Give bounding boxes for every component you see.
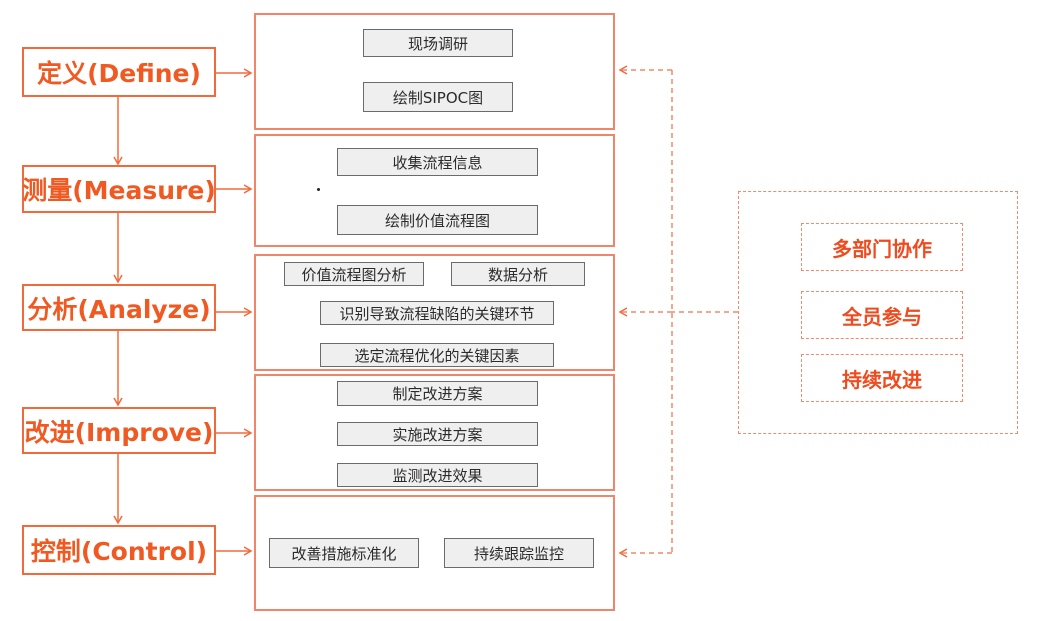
phase-analyze: 分析(Analyze)	[22, 284, 216, 331]
step-select-key-factors: 选定流程优化的关键因素	[320, 343, 554, 367]
support-cross-department: 多部门协作	[801, 223, 963, 271]
step-site-research: 现场调研	[363, 29, 513, 57]
step-implement-improvement: 实施改进方案	[337, 422, 538, 446]
phase-improve: 改进(Improve)	[22, 407, 216, 454]
step-identify-key-links: 识别导致流程缺陷的关键环节	[320, 301, 554, 325]
support-panel	[738, 191, 1018, 434]
support-continuous-improvement: 持续改进	[801, 354, 963, 402]
step-standardize-measures: 改善措施标准化	[269, 538, 419, 568]
stray-dot	[317, 188, 320, 191]
step-draw-sipoc: 绘制SIPOC图	[363, 82, 513, 112]
step-monitor-effect: 监测改进效果	[337, 463, 538, 487]
step-draw-value-stream-map: 绘制价值流程图	[337, 205, 538, 235]
phase-define: 定义(Define)	[22, 47, 216, 97]
step-plan-improvement: 制定改进方案	[337, 381, 538, 406]
phase-measure: 测量(Measure)	[22, 165, 216, 213]
support-all-staff: 全员参与	[801, 291, 963, 339]
step-value-stream-analysis: 价值流程图分析	[284, 262, 424, 286]
step-continuous-monitoring: 持续跟踪监控	[444, 538, 594, 568]
step-data-analysis: 数据分析	[451, 262, 585, 286]
step-collect-process-info: 收集流程信息	[337, 148, 538, 176]
phase-control: 控制(Control)	[22, 525, 216, 575]
